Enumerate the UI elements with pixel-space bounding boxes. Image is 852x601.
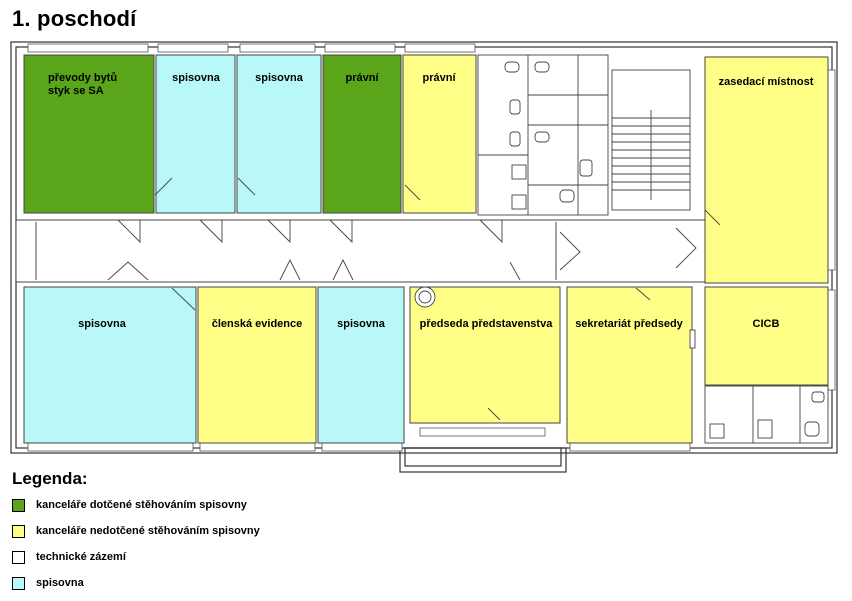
room-label: styk se SA [48,85,104,97]
legend-title: Legenda: [12,469,88,488]
room-label: právní [422,72,456,84]
room-fill [322,54,402,214]
room-fill [566,286,693,444]
window-strips [27,43,836,452]
room-zasedaci: zasedací místnost [704,56,829,284]
legend-swatch [12,550,25,564]
room-clenska: členská evidence [197,286,317,444]
room-label: právní [345,72,379,84]
legend-swatch [12,576,25,590]
room-fill [236,54,322,214]
room-fill [704,56,829,284]
legend-label: kanceláře dotčené stěhováním spisovny [36,499,247,511]
room-label: spisovna [172,72,221,84]
room-fill [317,286,405,444]
legend-swatch [12,498,25,512]
room-pravni-2: právní [402,54,477,214]
legend-item: technické zázemí [12,549,260,565]
room-label: převody bytů [48,72,117,84]
legend-item: spisovna [12,575,260,591]
room-predseda: předseda představenstva [409,286,561,424]
room-fill [155,54,236,214]
room-label: předseda představenstva [420,318,554,330]
room-label: CICB [753,318,780,330]
room-pravni-1: právní [322,54,402,214]
room-sekretariat: sekretariát předsedy [566,286,693,444]
room-fill [402,54,477,214]
legend-item: kanceláře nedotčené stěhováním spisovny [12,523,260,539]
room-label: spisovna [78,318,127,330]
technical-areas [414,54,829,444]
legend-label: spisovna [36,577,84,589]
room-spisovna-top-2: spisovna [236,54,322,214]
room-spisovna-top-1: spisovna [155,54,236,214]
corridor [15,219,712,283]
room-cicb: CICB [704,286,829,386]
room-fill [197,286,317,444]
room-fill [704,286,829,386]
page-title: 1. poschodí [12,6,137,31]
room-label: členská evidence [212,318,303,330]
legend: Legenda: kanceláře dotčené stěhováním sp… [12,469,260,601]
room-fill [23,286,197,444]
room-label: spisovna [255,72,304,84]
room-spisovna-bottom-2: spisovna [317,286,405,444]
room-spisovna-bottom-1: spisovna [23,286,197,444]
room-fill [23,54,155,214]
legend-item: kanceláře dotčené stěhováním spisovny [12,497,260,513]
room-label: spisovna [337,318,386,330]
legend-label: technické zázemí [36,551,126,563]
room-label: sekretariát předsedy [575,318,683,330]
legend-swatch [12,524,25,538]
room-label: zasedací místnost [719,76,814,88]
legend-label: kanceláře nedotčené stěhováním spisovny [36,525,260,537]
room-fill [409,286,561,424]
door-markers [107,177,721,421]
